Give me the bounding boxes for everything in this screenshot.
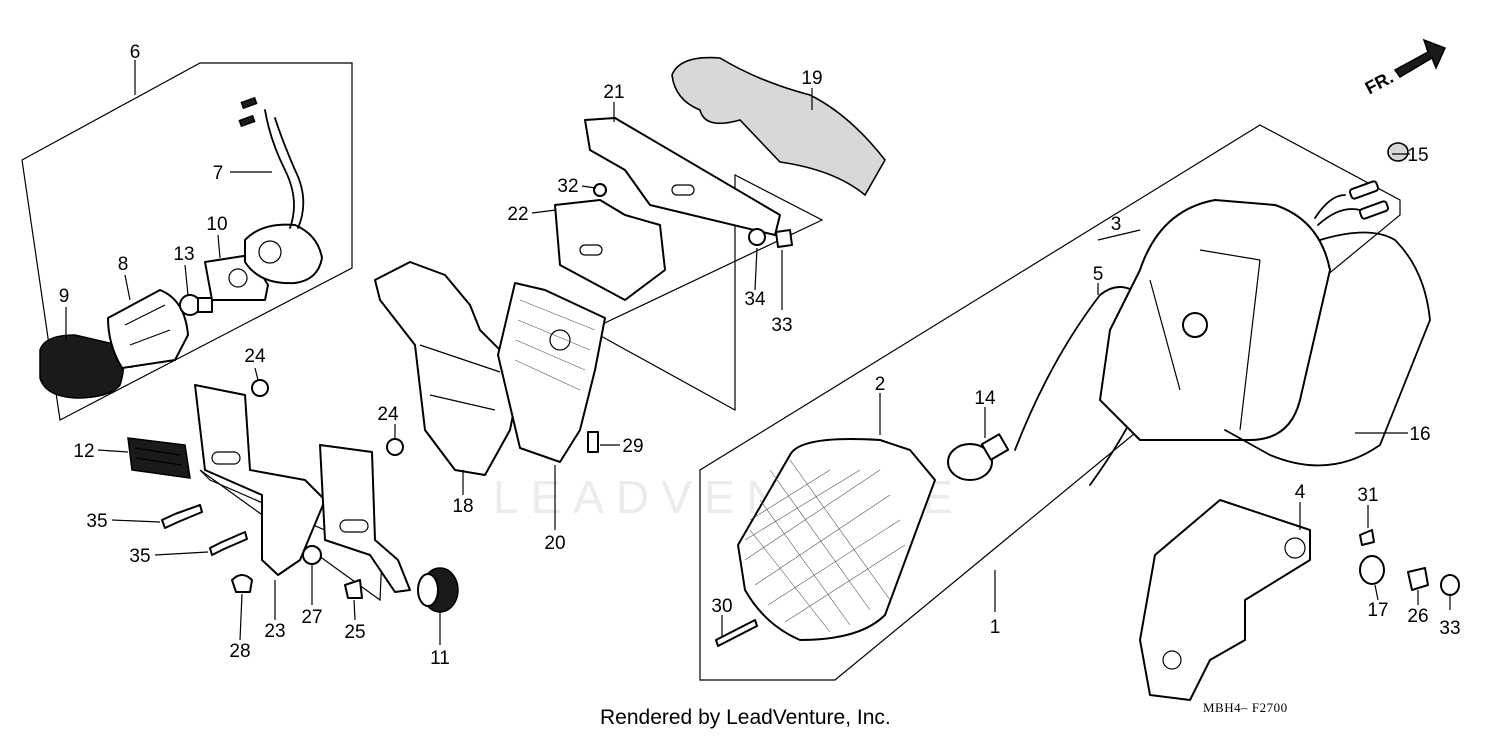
callout-8: 8 — [118, 254, 129, 275]
callout-13: 13 — [173, 244, 194, 265]
part-3-housing — [1099, 180, 1390, 441]
callout-24-upper: 24 — [244, 346, 266, 367]
part-11-reflector-round — [417, 567, 459, 613]
part-13-bulb — [179, 294, 213, 316]
part-22-stay — [554, 183, 793, 301]
part-2-lens — [737, 438, 936, 641]
callout-32: 32 — [557, 176, 578, 197]
part-16-seal — [1224, 231, 1431, 467]
small-hardware-right — [715, 142, 1460, 647]
callout-28: 28 — [229, 641, 250, 662]
part-8-housing — [107, 289, 189, 369]
callout-5: 5 — [1093, 264, 1104, 285]
callout-17: 17 — [1367, 600, 1388, 621]
callout-22: 22 — [507, 204, 528, 225]
part-23-bracket — [194, 384, 411, 593]
callout-4: 4 — [1295, 482, 1306, 503]
callout-31: 31 — [1357, 485, 1378, 506]
part-7-harness — [238, 96, 323, 285]
part-21-bracket — [584, 117, 781, 236]
assembly-box-1 — [699, 124, 1401, 681]
direction-label: FR. — [1362, 67, 1397, 98]
callout-11: 11 — [430, 648, 450, 669]
callout-20: 20 — [544, 533, 565, 554]
callout-30: 30 — [711, 596, 732, 617]
assembly-box-19-21 — [588, 174, 824, 412]
callout-3: 3 — [1111, 214, 1122, 235]
callout-33-right: 33 — [1439, 618, 1460, 639]
callout-18: 18 — [452, 496, 473, 517]
callout-21: 21 — [603, 82, 624, 103]
callout-24-lower: 24 — [377, 404, 399, 425]
callout-19: 19 — [801, 68, 822, 89]
part-14-bulb — [947, 433, 1010, 481]
small-hardware-left — [161, 379, 599, 599]
callout-26: 26 — [1407, 606, 1428, 627]
part-12-reflector — [127, 437, 191, 479]
callout-12: 12 — [73, 441, 94, 462]
callout-6: 6 — [130, 42, 141, 63]
callout-9: 9 — [59, 286, 70, 307]
callout-14: 14 — [974, 388, 996, 409]
callout-29: 29 — [622, 436, 643, 457]
callout-2: 2 — [875, 374, 886, 395]
callout-35-upper: 35 — [86, 511, 107, 532]
footer-credit: Rendered by LeadVenture, Inc. — [600, 706, 891, 729]
callout-10: 10 — [206, 214, 227, 235]
part-19-cover — [671, 56, 886, 197]
leader-lines — [65, 60, 1451, 645]
forward-arrow-icon — [1393, 38, 1447, 78]
callout-33-centre: 33 — [771, 315, 792, 336]
callout-25: 25 — [344, 622, 365, 643]
callout-1: 1 — [990, 617, 1001, 638]
callout-16: 16 — [1409, 424, 1430, 445]
callout-35-lower: 35 — [129, 546, 150, 567]
part-4-bracket — [1139, 499, 1311, 701]
callout-7: 7 — [213, 163, 224, 184]
callout-15: 15 — [1407, 145, 1428, 166]
callout-34: 34 — [744, 289, 766, 310]
callout-23: 23 — [264, 621, 285, 642]
part-20-mudguard — [497, 282, 606, 463]
callout-27: 27 — [301, 607, 322, 628]
diagram-code: MBH4– F2700 — [1203, 700, 1288, 715]
callout-labels: 1 2 3 4 5 6 7 8 9 10 11 12 13 14 15 16 1… — [59, 42, 1461, 669]
